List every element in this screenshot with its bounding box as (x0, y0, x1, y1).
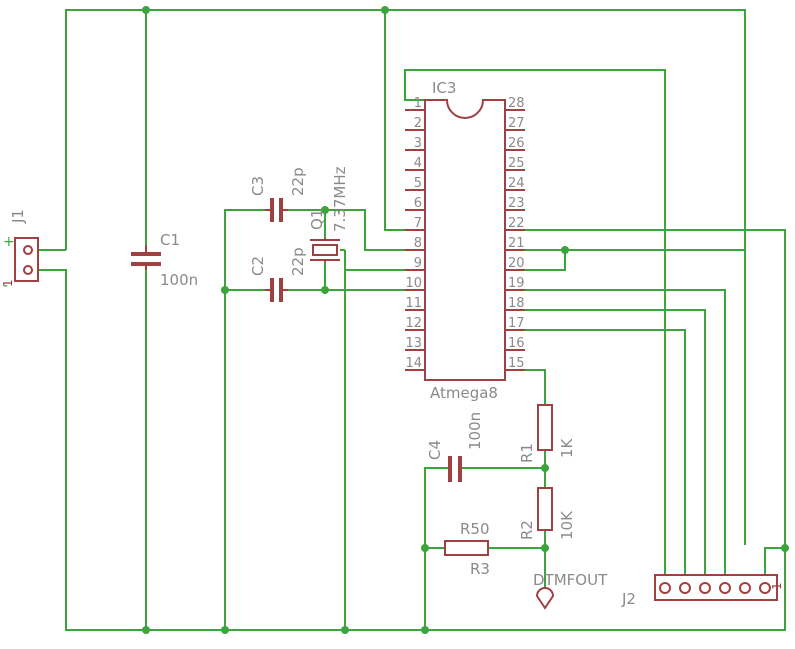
j2-header: J2 1 (621, 574, 784, 608)
ic-pin-number: 25 (508, 156, 525, 171)
ic-pin-number: 7 (414, 216, 422, 231)
r3-value-label: R50 (460, 520, 490, 538)
ic-pin-number: 2 (414, 116, 422, 131)
ic-pin-number: 9 (414, 256, 422, 271)
j2-pin (759, 582, 771, 594)
c4-value-label: 100n (466, 412, 484, 450)
ic3-value-label: Atmega8 (430, 384, 498, 402)
junction-dot (541, 544, 549, 552)
c3-value-label: 22p (289, 167, 307, 196)
c1-capacitor: C1 100n (131, 231, 198, 289)
junction-dot (341, 626, 349, 634)
ic-pin-number: 27 (508, 116, 525, 131)
j2-pin1-label: 1 (770, 582, 784, 590)
r1-value-label: 1K (558, 437, 576, 458)
ic-pin-number: 13 (405, 336, 422, 351)
junction-dot (142, 626, 150, 634)
junction-dot (421, 626, 429, 634)
ic-pin-number: 19 (508, 276, 525, 291)
ic-pin-number: 22 (508, 216, 525, 231)
junction-dot (561, 246, 569, 254)
c4-capacitor: C4 100n (426, 412, 484, 482)
j2-pin (719, 582, 731, 594)
ic-pin-number: 18 (508, 296, 525, 311)
r2-resistor: R2 10K (518, 487, 576, 540)
ic3-atmega8: 1234567891011121314282726252423222120191… (405, 79, 525, 402)
j1-connector: + - J1 1 (1, 209, 39, 294)
r2-value-label: 10K (558, 510, 576, 540)
ic-pin-number: 11 (405, 296, 422, 311)
dtmfout-testpoint: DTMFOUT (533, 571, 608, 610)
c2-capacitor: C2 22p (249, 247, 307, 302)
ic-pin-number: 6 (414, 196, 422, 211)
c4-ref-label: C4 (426, 440, 444, 460)
r2-ref-label: R2 (518, 520, 536, 540)
j1-ref-label: J1 (9, 209, 27, 224)
junction-dot (142, 6, 150, 14)
c2-value-label: 22p (289, 247, 307, 276)
junction-dot (781, 544, 789, 552)
j2-pin (679, 582, 691, 594)
junctions (142, 6, 789, 634)
ic-pin-number: 20 (508, 256, 525, 271)
j2-pin (739, 582, 751, 594)
c3-capacitor: C3 22p (249, 167, 307, 222)
dtmfout-label: DTMFOUT (533, 571, 608, 589)
ic-pin-number: 12 (405, 316, 422, 331)
ic-pin-number: 14 (405, 356, 422, 371)
j1-minus-label: - (3, 278, 8, 294)
ic-pin-number: 16 (508, 336, 525, 351)
junction-dot (421, 544, 429, 552)
c3-ref-label: C3 (249, 176, 267, 196)
ic-pin-number: 17 (508, 316, 525, 331)
j2-ref-label: J2 (621, 590, 636, 608)
ic-pin-number: 15 (508, 356, 525, 371)
ic-pin-number: 3 (414, 136, 422, 151)
ic-pin-number: 8 (414, 236, 422, 251)
junction-dot (221, 626, 229, 634)
ic-pin-number: 26 (508, 136, 525, 151)
junction-dot (541, 464, 549, 472)
junction-dot (321, 286, 329, 294)
q1-value-label: 7.37MHz (331, 166, 349, 232)
ic-pin-number: 21 (508, 236, 525, 251)
c2-ref-label: C2 (249, 256, 267, 276)
junction-dot (221, 286, 229, 294)
r3-resistor: R50 R3 (444, 520, 490, 578)
q1-ref-label: Q1 (308, 209, 326, 230)
ic-pin-number: 1 (414, 96, 422, 111)
ic-pin-number: 4 (414, 156, 422, 171)
ic3-ref-label: IC3 (432, 79, 456, 97)
j2-pin (659, 582, 671, 594)
c1-value-label: 100n (160, 271, 198, 289)
j1-pin1-label: 1 (1, 279, 15, 287)
junction-dot (381, 6, 389, 14)
c1-ref-label: C1 (160, 231, 180, 249)
ic-pin-number: 28 (508, 96, 525, 111)
q1-crystal: Q1 7.37MHz (308, 166, 349, 262)
ic-pin-number: 10 (405, 276, 422, 291)
ic-pin-number: 24 (508, 176, 525, 191)
r1-resistor: R1 1K (518, 404, 576, 463)
r3-ref-label: R3 (470, 560, 490, 578)
j2-pin (699, 582, 711, 594)
j1-plus-label: + (3, 234, 15, 250)
r1-ref-label: R1 (518, 443, 536, 463)
ic-pin-number: 5 (414, 176, 422, 191)
junction-dot (321, 206, 329, 214)
wires (38, 9, 786, 631)
ic-pin-number: 23 (508, 196, 525, 211)
